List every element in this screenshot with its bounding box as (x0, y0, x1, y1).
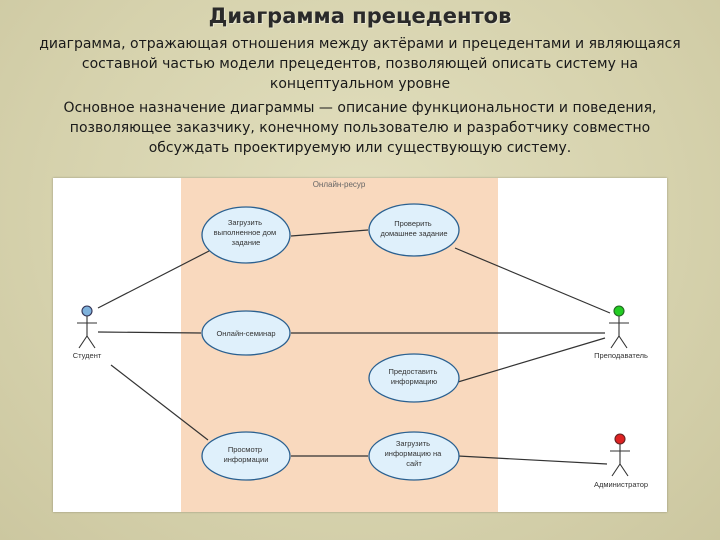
actor-student (77, 305, 97, 349)
actor-head (613, 305, 625, 317)
usecase-ellipse (368, 431, 460, 481)
assoc-student-upload-hw (97, 249, 212, 309)
actor-admin (610, 433, 630, 477)
usecase-label: Просмотр информации (224, 445, 269, 464)
actor-leg-right (86, 335, 96, 349)
slide-title: Диаграмма прецедентов (208, 4, 512, 28)
actor-head (81, 305, 93, 317)
use-case-diagram: Онлайн-ресур Загрузить выполненное дом з… (53, 178, 667, 512)
usecase-label-line: Предоставить (389, 367, 438, 376)
associations (97, 229, 611, 465)
usecase-label-line: выполненное дом (214, 228, 277, 237)
usecase-upload-hw: Загрузить выполненное дом задание (201, 206, 291, 264)
actor-leg-right (618, 335, 628, 349)
usecase-label-line: домашнее задание (380, 229, 447, 238)
usecase-label: Предоставить информацию (389, 367, 440, 386)
assoc-check-teacher (454, 247, 611, 314)
purpose-line: позволяющее заказчику, конечному пользов… (69, 120, 651, 136)
actor-label-admin: Администратор (594, 480, 648, 489)
diagram-canvas: Онлайн-ресур Загрузить выполненное дом з… (73, 178, 648, 512)
usecase-ellipse (201, 431, 291, 481)
usecase-label-line: информации (224, 455, 269, 464)
usecase-label-line: Загрузить (396, 439, 430, 448)
purpose-text: Основное назначение диаграммы — описание… (14, 98, 706, 158)
usecase-label: Онлайн-семинар (216, 329, 275, 338)
definition-line: составной частью модели прецедентов, поз… (81, 56, 639, 72)
actor-leg-left (611, 463, 621, 477)
assoc-student-seminar (97, 331, 202, 334)
assoc-student-view-info (110, 364, 209, 441)
purpose-line: Основное назначение диаграммы — описание… (63, 100, 657, 116)
purpose-line: обсуждать проектируемую или существующую… (148, 140, 572, 156)
actor-head (614, 433, 626, 445)
usecase-label-line: Загрузить (228, 218, 262, 227)
usecase-ellipse (201, 206, 291, 264)
usecase-label-line: Проверить (394, 219, 432, 228)
usecase-label-line: Просмотр (228, 445, 262, 454)
actor-leg-right (619, 463, 629, 477)
usecase-label-line: сайт (406, 459, 422, 468)
usecase-label: Загрузить информацию на сайт (385, 439, 444, 468)
usecase-label-line: информацию (391, 377, 438, 386)
usecase-label-line: информацию на (385, 449, 443, 458)
actor-leg-left (610, 335, 620, 349)
usecase-ellipse (201, 310, 291, 356)
actor-label-teacher: Преподаватель (594, 351, 648, 360)
usecase-label: Проверить домашнее задание (380, 219, 447, 238)
usecase-check-hw: Проверить домашнее задание (368, 203, 460, 257)
definition-line: концептуальном уровне (269, 76, 451, 92)
assoc-upload-admin (457, 455, 608, 465)
actor-label-student: Студент (73, 351, 102, 360)
usecase-provide-info: Предоставить информацию (368, 353, 460, 403)
definition-line: диаграмма, отражающая отношения между ак… (39, 36, 681, 52)
assoc-upload-check (290, 229, 369, 237)
definition-text: диаграмма, отражающая отношения между ак… (14, 34, 706, 94)
usecase-seminar: Онлайн-семинар (201, 310, 291, 356)
actor-teacher (609, 305, 629, 349)
actor-leg-left (78, 335, 88, 349)
usecase-upload-info: Загрузить информацию на сайт (368, 431, 460, 481)
usecase-ellipse (368, 353, 460, 403)
usecase-label-line: задание (232, 238, 261, 247)
assoc-provide-teacher (457, 337, 606, 383)
usecase-label: Загрузить выполненное дом задание (214, 218, 279, 247)
usecase-view-info: Просмотр информации (201, 431, 291, 481)
system-label: Онлайн-ресур (313, 180, 366, 189)
usecase-ellipse (368, 203, 460, 257)
